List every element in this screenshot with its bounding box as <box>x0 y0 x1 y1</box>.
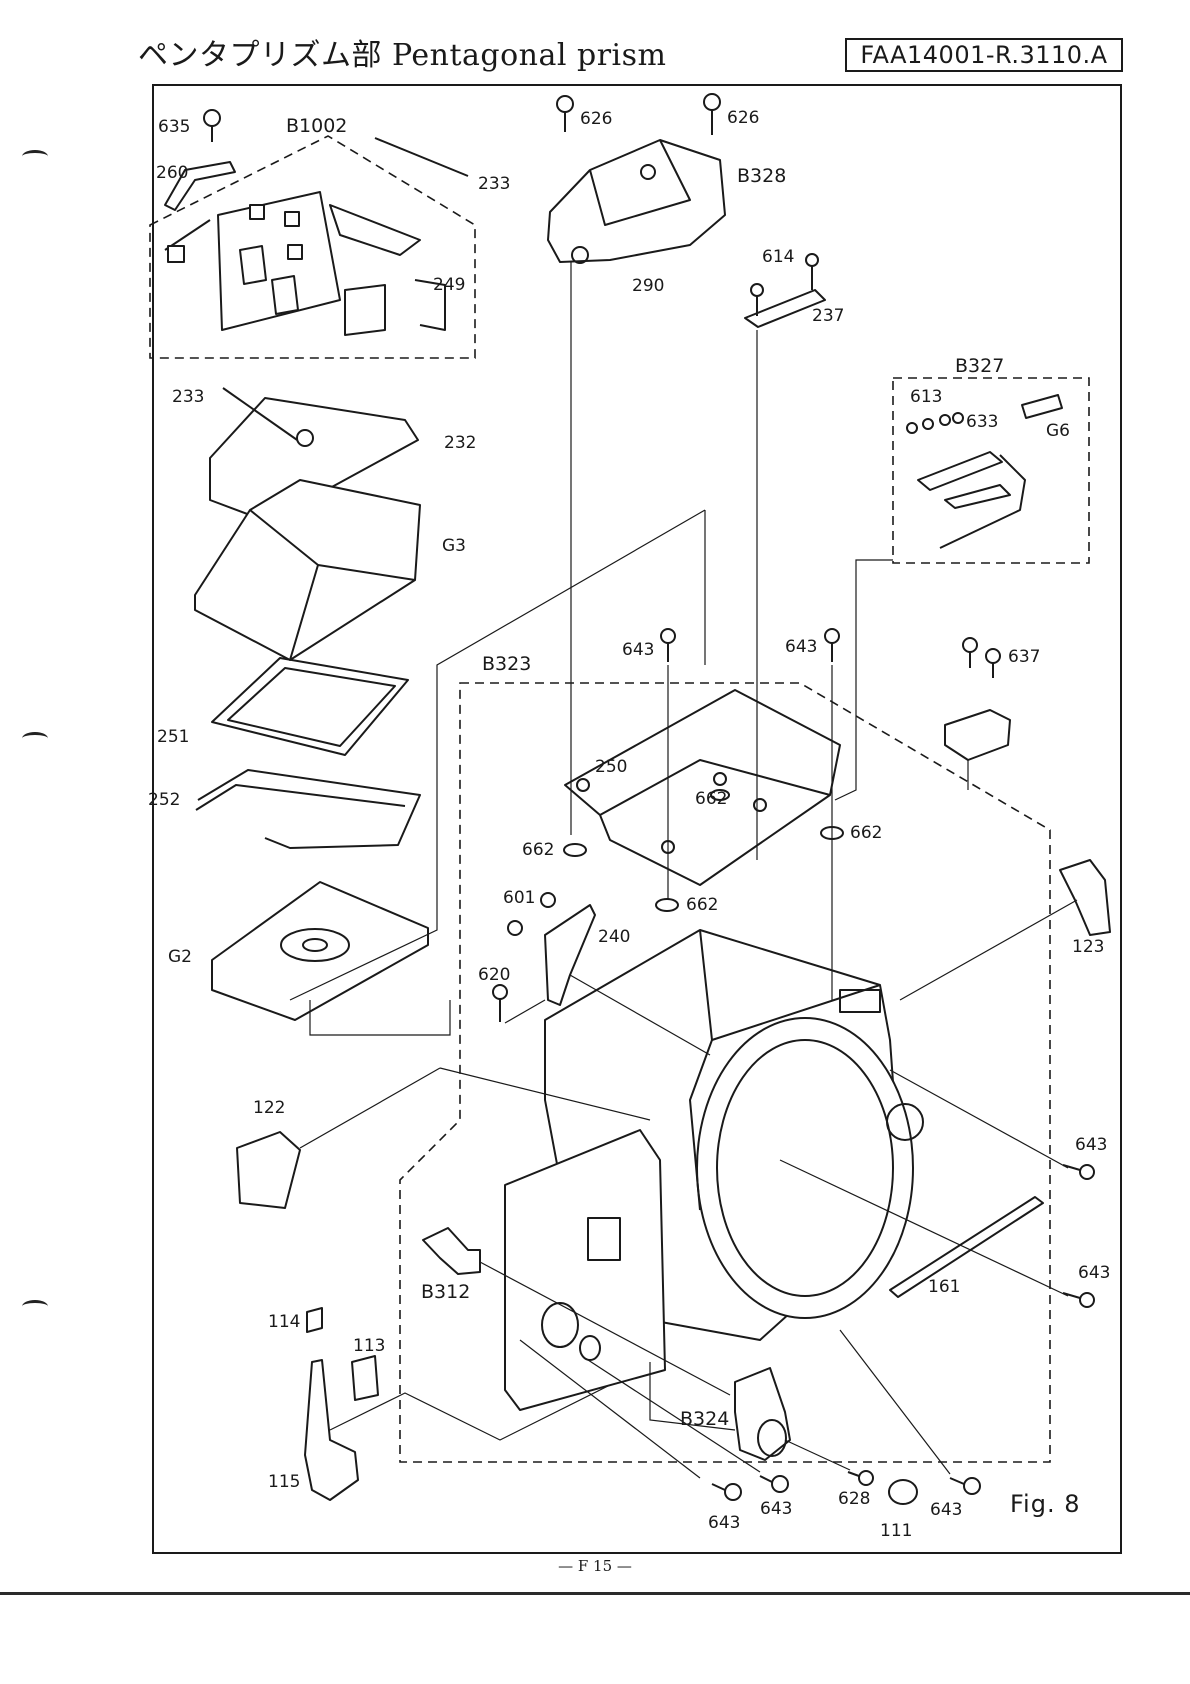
label-643-b: 643 <box>785 637 817 657</box>
label-115: 115 <box>268 1472 300 1492</box>
label-233-top: 233 <box>478 174 510 194</box>
label-635: 635 <box>158 117 190 137</box>
figure-label: Fig. 8 <box>1010 1490 1081 1518</box>
bottom-rule <box>0 1592 1190 1595</box>
label-g3: G3 <box>442 536 466 556</box>
label-626-left: 626 <box>580 109 612 129</box>
screw-643-g <box>950 1478 980 1494</box>
label-260: 260 <box>156 163 188 183</box>
screw-620 <box>493 985 507 1022</box>
cap-111 <box>889 1480 917 1504</box>
part-251-frame <box>212 658 408 755</box>
screw-626-right <box>704 94 720 135</box>
screw-628 <box>848 1471 873 1485</box>
label-250: 250 <box>595 757 627 777</box>
label-240: 240 <box>598 927 630 947</box>
part-637-bracket <box>945 638 1010 760</box>
screw-643-c <box>1063 1165 1094 1179</box>
label-122: 122 <box>253 1098 285 1118</box>
label-b327: B327 <box>955 355 1004 377</box>
washer-662-b <box>656 899 678 911</box>
label-628: 628 <box>838 1489 870 1509</box>
part-122 <box>237 1132 300 1208</box>
part-114 <box>307 1308 322 1332</box>
screen-g2 <box>212 882 428 1020</box>
screw-643-a <box>661 629 675 662</box>
label-637: 637 <box>1008 647 1040 667</box>
label-111: 111 <box>880 1521 912 1541</box>
label-232: 232 <box>444 433 476 453</box>
label-601: 601 <box>503 888 535 908</box>
label-b312: B312 <box>421 1281 470 1303</box>
label-643-c: 643 <box>1075 1135 1107 1155</box>
label-662-bottom: 662 <box>686 895 718 915</box>
label-620: 620 <box>478 965 510 985</box>
label-662-right: 662 <box>850 823 882 843</box>
screw-643-f <box>760 1476 788 1492</box>
part-b324 <box>735 1368 790 1460</box>
part-252-frame <box>196 770 420 848</box>
label-643-d: 643 <box>1078 1263 1110 1283</box>
label-633: 633 <box>966 412 998 432</box>
label-643-f: 643 <box>760 1499 792 1519</box>
label-b1002: B1002 <box>286 115 347 137</box>
label-b323: B323 <box>482 653 531 675</box>
screw-635 <box>204 110 220 142</box>
label-290: 290 <box>632 276 664 296</box>
label-252: 252 <box>148 790 180 810</box>
front-plate <box>505 1130 665 1410</box>
page-number: — F 15 — <box>0 1557 1190 1575</box>
label-643-g: 643 <box>930 1500 962 1520</box>
label-249: 249 <box>433 275 465 295</box>
part-161-strip <box>890 1197 1043 1297</box>
label-643-a: 643 <box>622 640 654 660</box>
screw-626-left <box>557 96 573 132</box>
part-240-plate <box>545 905 595 1005</box>
part-115 <box>305 1360 358 1500</box>
part-233-spring <box>375 138 468 176</box>
label-113: 113 <box>353 1336 385 1356</box>
part-b312-lever <box>423 1228 480 1274</box>
label-626-right: 626 <box>727 108 759 128</box>
label-b328: B328 <box>737 165 786 187</box>
screw-643-d <box>1063 1293 1094 1307</box>
label-614: 614 <box>762 247 794 267</box>
label-643-e: 643 <box>708 1513 740 1533</box>
label-161: 161 <box>928 1277 960 1297</box>
label-114: 114 <box>268 1312 300 1332</box>
label-g6: G6 <box>1046 421 1070 441</box>
part-290-housing <box>548 140 725 263</box>
label-662-left: 662 <box>522 840 554 860</box>
part-123 <box>1060 860 1110 935</box>
leader-line <box>310 1000 450 1035</box>
label-237: 237 <box>812 306 844 326</box>
label-123: 123 <box>1072 937 1104 957</box>
washer-662-a <box>564 844 586 856</box>
b1002-board-assembly <box>165 192 445 335</box>
label-662-center: 662 <box>695 789 727 809</box>
part-113 <box>352 1356 378 1400</box>
screw-643-e <box>712 1484 741 1500</box>
part-250-bracket <box>565 690 840 885</box>
label-g2: G2 <box>168 947 192 967</box>
label-233-mid: 233 <box>172 387 204 407</box>
screw-643-b <box>825 629 839 662</box>
label-613: 613 <box>910 387 942 407</box>
label-251: 251 <box>157 727 189 747</box>
label-b324: B324 <box>680 1408 729 1430</box>
